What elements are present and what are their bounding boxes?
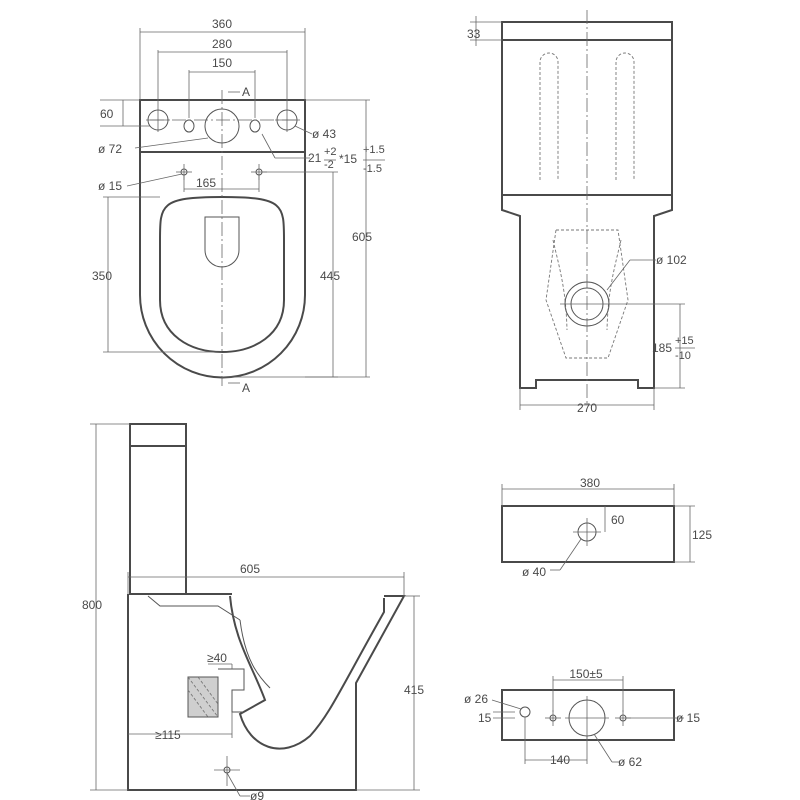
side-bowl-inner bbox=[229, 595, 385, 750]
dim-side-ge115: ≥115 bbox=[155, 728, 181, 742]
dim-rear-185-minus: -10 bbox=[675, 350, 691, 362]
dim-top-15-plus: +1.5 bbox=[363, 144, 385, 156]
top-view: 360 280 150 60 ø 72 ø 43 ø 15 165 21 +2 bbox=[92, 17, 385, 395]
dim-top-21-plus: +2 bbox=[324, 146, 337, 158]
dim-rear-33: 33 bbox=[467, 27, 481, 41]
tank-top-hole-small bbox=[519, 706, 531, 718]
top-hole-small-left bbox=[183, 119, 195, 133]
dim-side-800: 800 bbox=[82, 598, 102, 612]
side-tank-lid bbox=[129, 423, 187, 447]
dim-top-d72: ø 72 bbox=[98, 142, 122, 156]
dim-top-445: 445 bbox=[320, 269, 340, 283]
dim-tanktop-15-left: 15 bbox=[478, 711, 492, 725]
section-mark-top: A bbox=[242, 85, 250, 99]
dim-rear-270: 270 bbox=[577, 401, 597, 415]
dim-tank-60: 60 bbox=[611, 513, 625, 527]
dim-top-15-star: *15 bbox=[339, 152, 357, 166]
dim-top-360: 360 bbox=[212, 17, 232, 31]
dim-top-21-minus: -2 bbox=[324, 159, 334, 171]
dim-rear-185: 185 bbox=[652, 341, 672, 355]
dim-rear-185-plus: +15 bbox=[675, 335, 694, 347]
dim-tank-d40: ø 40 bbox=[522, 565, 546, 579]
dim-top-d15: ø 15 bbox=[98, 179, 122, 193]
dim-tank-125: 125 bbox=[692, 528, 712, 542]
tank-front-outline bbox=[501, 505, 675, 563]
dim-top-d43: ø 43 bbox=[312, 127, 336, 141]
tank-front-view: 380 125 60 ø 40 bbox=[501, 476, 712, 579]
dim-tanktop-140: 140 bbox=[550, 753, 570, 767]
dim-tanktop-d26: ø 26 bbox=[464, 692, 488, 706]
dim-side-605: 605 bbox=[240, 562, 260, 576]
top-hole-small-right bbox=[249, 119, 261, 133]
dim-top-21: 21 bbox=[308, 151, 322, 165]
side-view: ø9 800 605 415 ≥40 ≥115 bbox=[82, 423, 424, 800]
dim-side-ge40: ≥40 bbox=[207, 651, 227, 665]
dim-tank-380: 380 bbox=[580, 476, 600, 490]
dim-top-60: 60 bbox=[100, 107, 114, 121]
dim-tanktop-d15: ø 15 bbox=[676, 711, 700, 725]
top-water-spot bbox=[204, 216, 240, 268]
dim-side-d9: ø9 bbox=[250, 789, 264, 800]
dim-top-605: 605 bbox=[352, 230, 372, 244]
dim-top-350: 350 bbox=[92, 269, 112, 283]
side-pan-outline bbox=[127, 594, 406, 791]
dim-tanktop-d62: ø 62 bbox=[618, 755, 642, 769]
dim-tanktop-150: 150±5 bbox=[569, 667, 603, 681]
section-mark-bottom: A bbox=[242, 381, 250, 395]
dim-top-280: 280 bbox=[212, 37, 232, 51]
dim-top-150: 150 bbox=[212, 56, 232, 70]
dim-top-15-minus: -1.5 bbox=[363, 163, 382, 175]
top-bowl-outline bbox=[139, 152, 306, 379]
dim-rear-d102: ø 102 bbox=[656, 253, 687, 267]
dim-side-415: 415 bbox=[404, 683, 424, 697]
tank-top-outline bbox=[501, 689, 675, 741]
dim-top-165: 165 bbox=[196, 176, 216, 190]
rear-view: 33 ø 102 185 +15 -10 270 bbox=[467, 10, 695, 415]
side-tank-body bbox=[129, 445, 187, 595]
tank-top-view: 150±5 ø 26 15 ø 15 140 ø 62 bbox=[464, 667, 700, 769]
